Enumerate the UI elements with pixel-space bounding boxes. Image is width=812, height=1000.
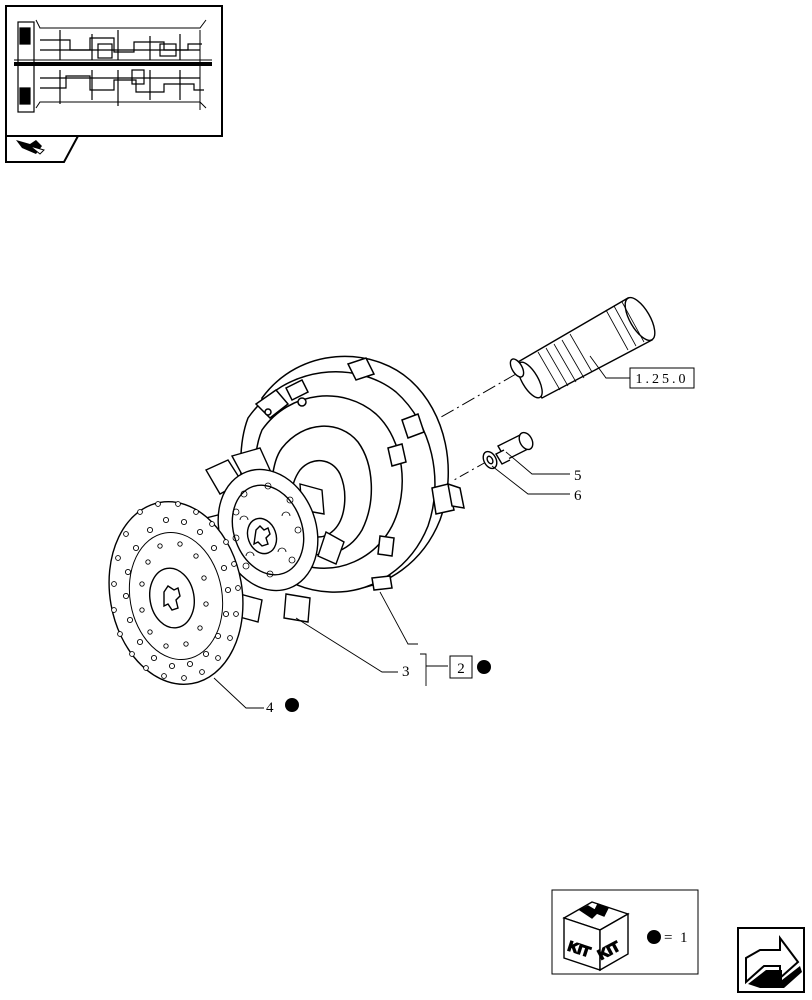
kit-marker-dot-icon bbox=[285, 698, 299, 712]
leader-lines bbox=[213, 355, 630, 709]
callout-item-5: 5 bbox=[574, 468, 582, 484]
kit-legend-equals: = bbox=[664, 930, 672, 946]
input-shaft bbox=[509, 296, 656, 399]
thumbnail-marker-icon bbox=[16, 140, 45, 155]
assembly-axis bbox=[435, 373, 517, 421]
next-page-arrow-icon[interactable] bbox=[737, 927, 805, 993]
kit-marker-dot-icon bbox=[477, 660, 491, 674]
bolt-axis bbox=[453, 461, 487, 481]
callout-shaft-reference[interactable]: 1.25.0 bbox=[629, 367, 695, 389]
section-thumbnail[interactable] bbox=[5, 5, 223, 163]
callout-item-3: 3 bbox=[402, 664, 410, 680]
clutch-disc-part-4 bbox=[108, 500, 244, 686]
svg-text:2: 2 bbox=[457, 661, 465, 677]
kit-legend: KIT KIT = 1 bbox=[551, 889, 699, 975]
callout-item-4: 4 bbox=[266, 700, 274, 716]
kit-marker-dot-icon bbox=[647, 930, 661, 944]
bolt-part-5 bbox=[495, 431, 534, 465]
transmission-schematic bbox=[14, 19, 212, 113]
kit-box-icon: KIT KIT bbox=[562, 901, 630, 972]
callout-item-2[interactable]: 2 bbox=[449, 655, 473, 679]
callout-item-6: 6 bbox=[574, 488, 582, 504]
perforation-holes bbox=[111, 501, 241, 681]
svg-text:KIT: KIT bbox=[566, 938, 593, 960]
washer-part-6 bbox=[482, 450, 498, 470]
svg-text:1.25.0: 1.25.0 bbox=[636, 372, 689, 387]
kit-legend-quantity: 1 bbox=[680, 930, 688, 946]
